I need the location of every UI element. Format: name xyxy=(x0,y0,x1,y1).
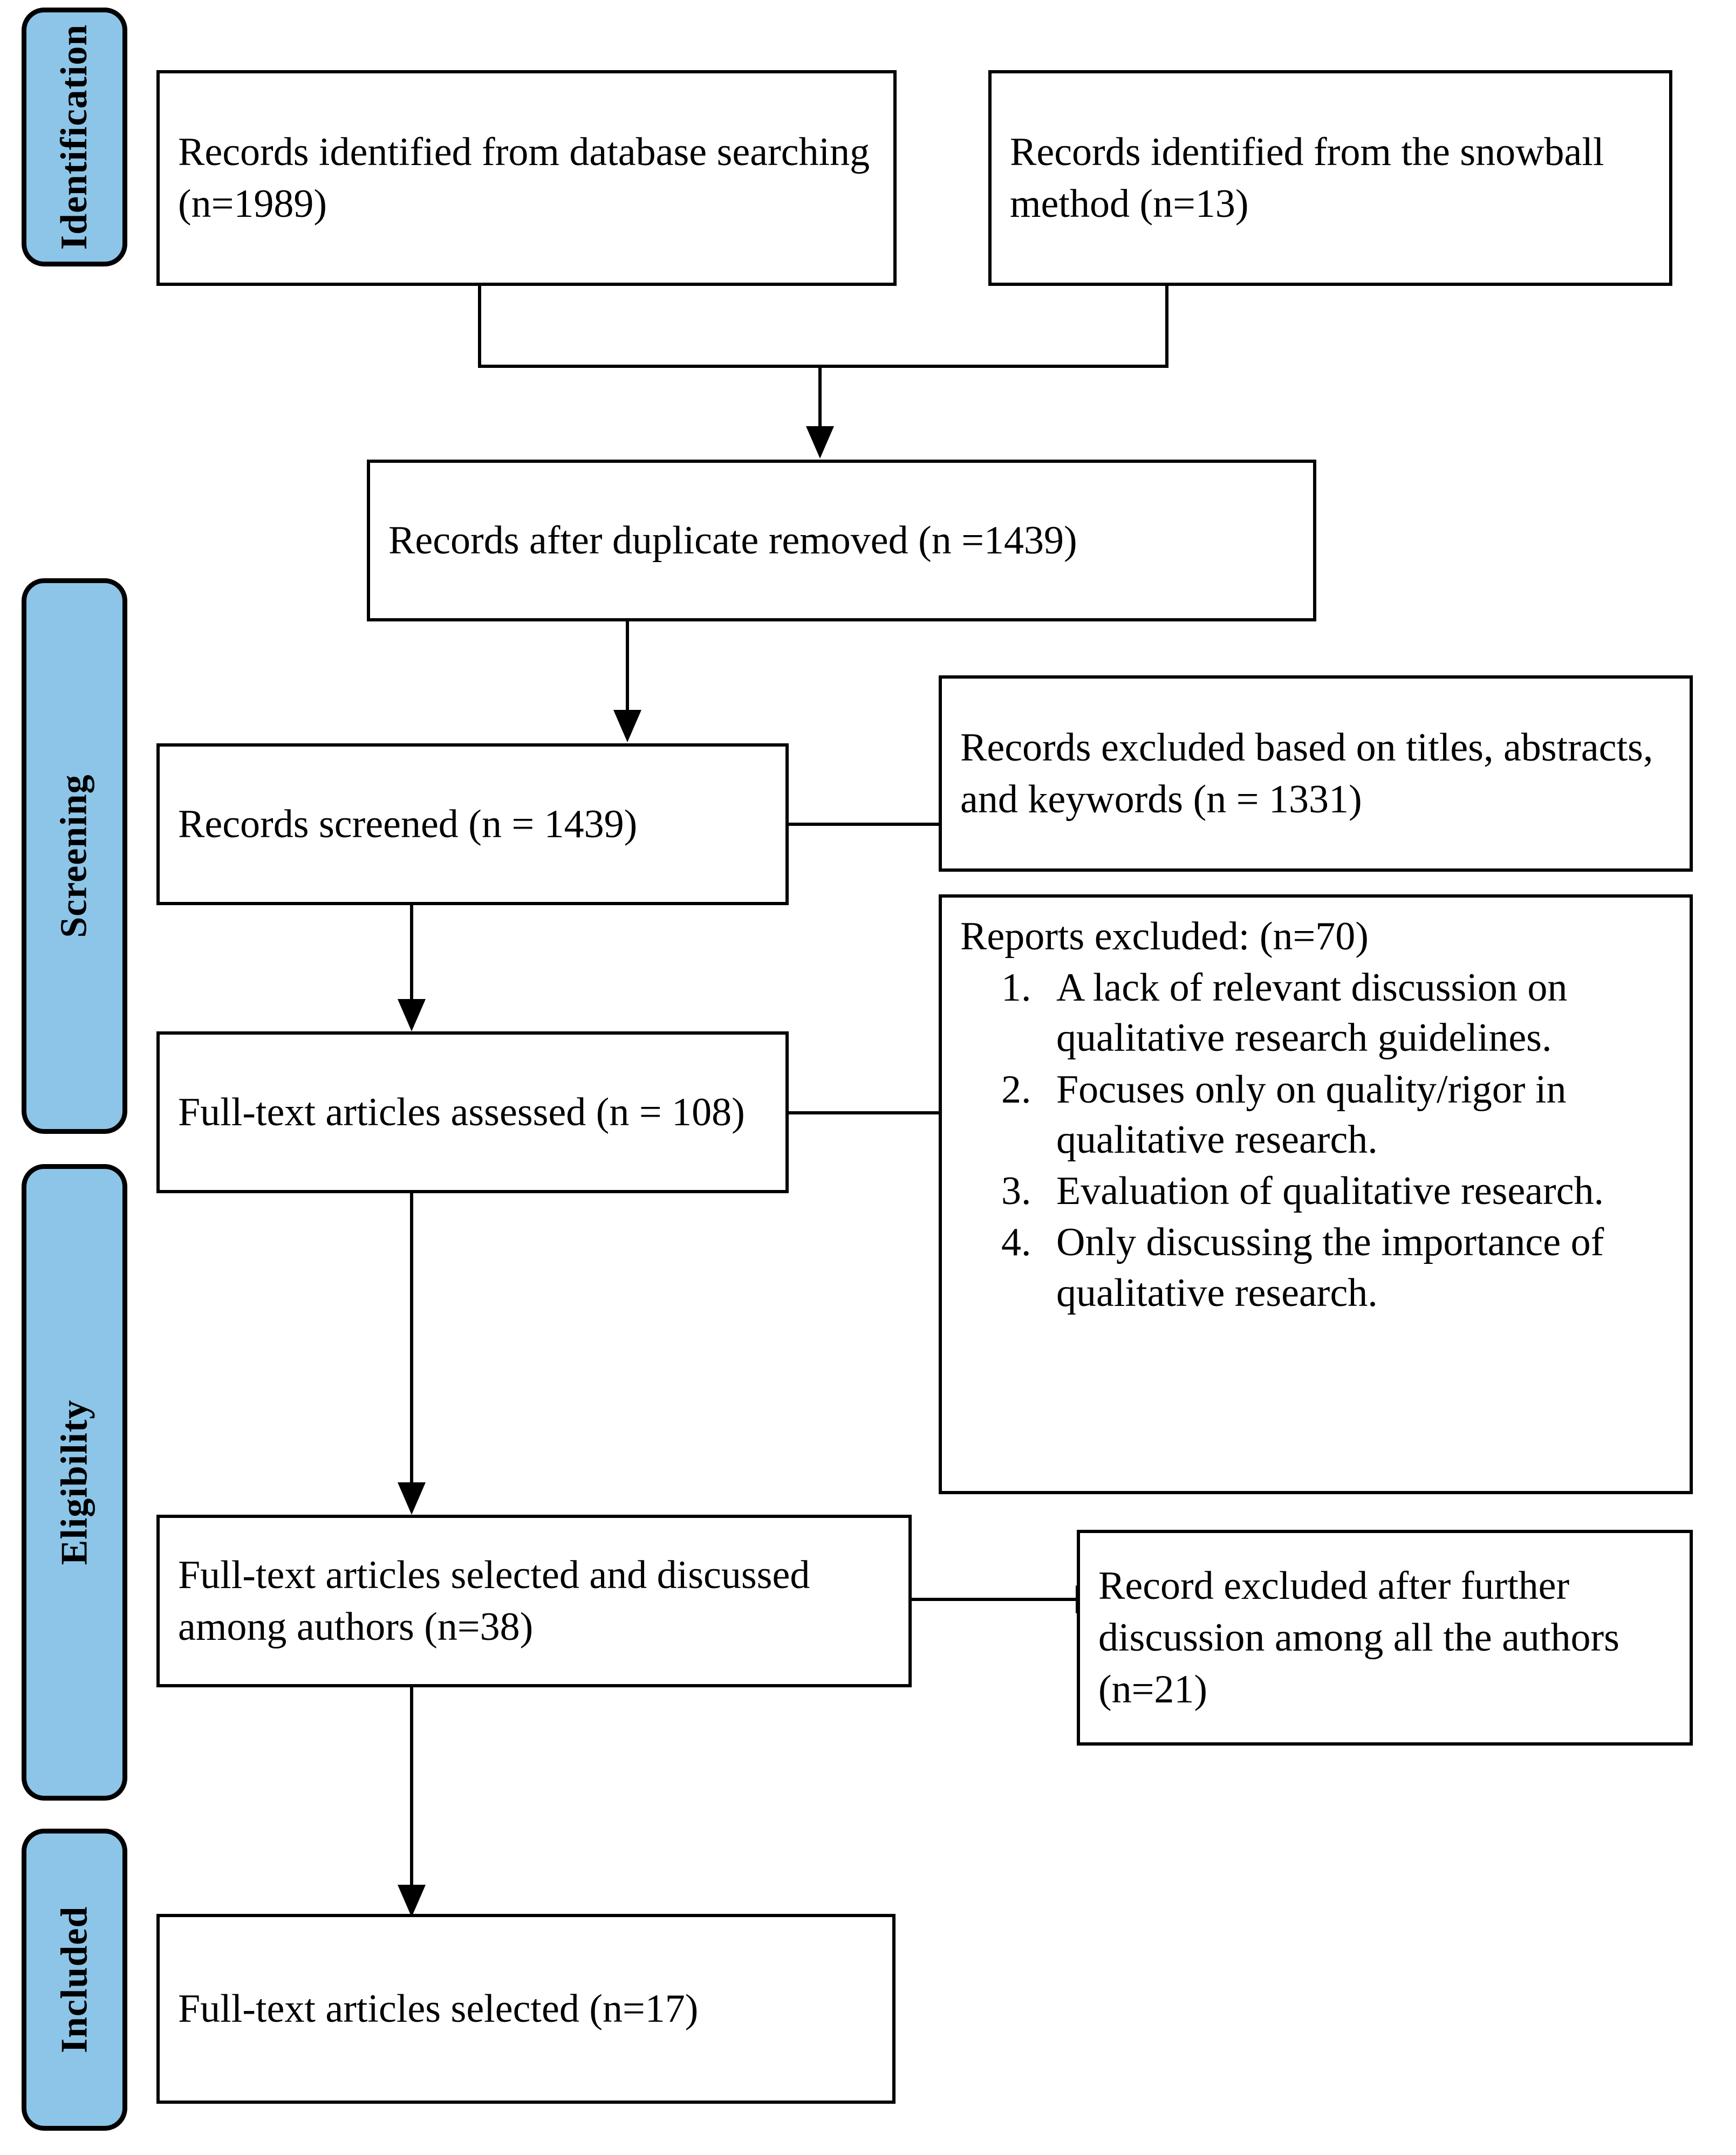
stage-tab-included-label: Included xyxy=(53,1906,95,2054)
box-records-after-duplicates-text: Records after duplicate removed (n =1439… xyxy=(388,518,1077,563)
stage-tab-identification-label: Identification xyxy=(53,24,95,250)
box-fulltext-selected-discussed-text: Full-text articles selected and discusse… xyxy=(178,1552,810,1649)
connector-duplicates-to-screened xyxy=(626,621,629,712)
connector-to-duplicates xyxy=(818,365,822,428)
box-fulltext-assessed: Full-text articles assessed (n = 108) xyxy=(156,1031,789,1193)
box-reports-excluded-content: Reports excluded: (n=70) A lack of relev… xyxy=(960,912,1671,1319)
box-fulltext-selected-final-text: Full-text articles selected (n=17) xyxy=(178,1986,699,2031)
box-records-database-search: Records identified from database searchi… xyxy=(156,70,897,286)
box-reports-excluded: Reports excluded: (n=70) A lack of relev… xyxy=(939,894,1693,1494)
connector-selected-to-excluded-discussion xyxy=(912,1598,1079,1601)
reports-excluded-item: A lack of relevant discussion on qualita… xyxy=(1041,963,1671,1063)
connector-db-search-down xyxy=(478,286,481,368)
reports-excluded-list: A lack of relevant discussion on qualita… xyxy=(960,963,1671,1318)
box-records-snowball-text: Records identified from the snowball met… xyxy=(1010,129,1604,226)
box-records-after-duplicates: Records after duplicate removed (n =1439… xyxy=(367,460,1316,621)
connector-snowball-down xyxy=(1165,286,1168,368)
stage-tab-eligibility: Eligibility xyxy=(22,1164,127,1801)
connector-fulltext-to-selected xyxy=(410,1193,413,1484)
box-fulltext-selected-discussed: Full-text articles selected and discusse… xyxy=(156,1515,912,1687)
box-records-screened-text: Records screened (n = 1439) xyxy=(178,802,638,846)
stage-tab-screening: Screening xyxy=(22,578,127,1134)
box-excluded-after-discussion: Record excluded after further discussion… xyxy=(1077,1530,1693,1746)
box-fulltext-assessed-text: Full-text articles assessed (n = 108) xyxy=(178,1090,745,1134)
stage-tab-screening-label: Screening xyxy=(53,774,95,938)
box-reports-excluded-heading: Reports excluded: (n=70) xyxy=(960,914,1369,959)
box-records-screened: Records screened (n = 1439) xyxy=(156,743,789,905)
arrow-to-screened-icon xyxy=(613,710,641,742)
reports-excluded-item: Only discussing the importance of qualit… xyxy=(1041,1217,1671,1318)
box-records-excluded-titles-text: Records excluded based on titles, abstra… xyxy=(960,725,1653,822)
stage-tab-eligibility-label: Eligibility xyxy=(53,1399,95,1565)
arrow-to-fulltext-assessed-icon xyxy=(398,999,426,1031)
reports-excluded-item: Focuses only on quality/rigor in qualita… xyxy=(1041,1065,1671,1165)
connector-screened-to-fulltext xyxy=(410,905,413,1001)
stage-tab-included: Included xyxy=(22,1829,127,2131)
arrow-to-selected-discussed-icon xyxy=(398,1482,426,1515)
reports-excluded-item: Evaluation of qualitative research. xyxy=(1041,1166,1671,1216)
stage-tab-identification: Identification xyxy=(22,8,127,266)
connector-fulltext-to-reports-excluded xyxy=(789,1111,956,1114)
box-excluded-after-discussion-text: Record excluded after further discussion… xyxy=(1098,1563,1619,1712)
box-records-excluded-titles: Records excluded based on titles, abstra… xyxy=(939,675,1693,872)
arrow-to-duplicates-icon xyxy=(806,426,834,459)
box-records-snowball: Records identified from the snowball met… xyxy=(988,70,1672,286)
connector-identification-join xyxy=(478,365,1168,368)
connector-screened-to-excluded xyxy=(789,823,956,826)
box-fulltext-selected-final: Full-text articles selected (n=17) xyxy=(156,1914,896,2104)
connector-selected-to-final xyxy=(410,1687,413,1887)
box-records-database-search-text: Records identified from database searchi… xyxy=(178,129,870,226)
arrow-to-final-selected-icon xyxy=(398,1885,426,1917)
